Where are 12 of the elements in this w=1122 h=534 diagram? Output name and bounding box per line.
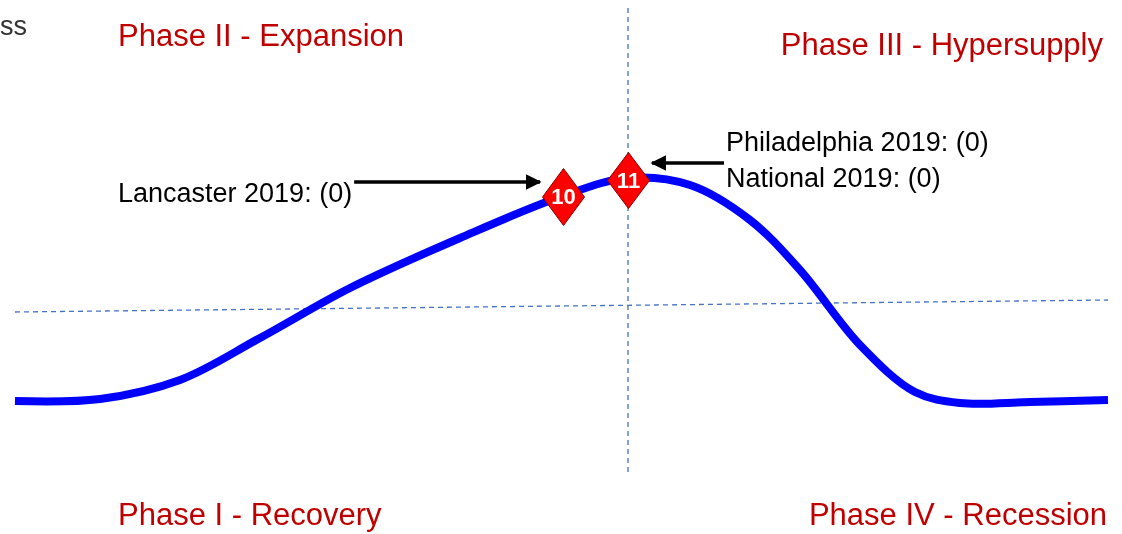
phase-label: Phase II - Expansion xyxy=(118,18,405,54)
annotation-text: Philadelphia 2019: (0) xyxy=(726,126,989,159)
phase-label: Phase III - Hypersupply xyxy=(780,27,1103,63)
arrow xyxy=(650,155,724,171)
diamond-marker: 11 xyxy=(607,152,650,209)
diamond-marker: 10 xyxy=(542,168,585,226)
annotation-text: National 2019: (0) xyxy=(726,162,941,195)
phase-label: Phase I - Recovery xyxy=(118,497,382,533)
phase-label: Phase IV - Recession xyxy=(808,497,1107,533)
cut-off-text: ss xyxy=(0,10,27,43)
annotation-text: Lancaster 2019: (0) xyxy=(118,177,353,210)
arrow xyxy=(354,174,542,190)
